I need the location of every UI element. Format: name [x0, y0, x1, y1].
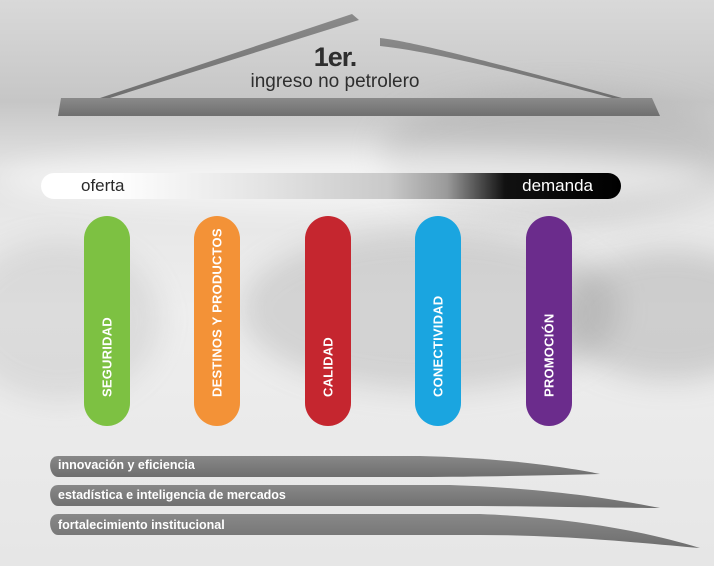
foundation-label-estadistica: estadística e inteligencia de mercados — [58, 488, 286, 502]
background-texture — [0, 240, 160, 400]
foundation-label-fortalecimiento: fortalecimiento institucional — [58, 518, 225, 532]
supply-label: oferta — [81, 176, 125, 195]
roof-title: 1er. ingreso no petrolero — [210, 42, 460, 92]
demand-label: demanda — [522, 176, 593, 195]
pillar-conectividad: CONECTIVIDAD — [415, 216, 461, 426]
pillar-destinos-y-productos: DESTINOS Y PRODUCTOS — [194, 216, 240, 426]
roof-left-slope — [100, 14, 359, 98]
foundation-band-2 — [50, 485, 661, 508]
supply-demand-bar: oferta demanda — [41, 173, 621, 199]
pillar-promocion: PROMOCIÓN — [526, 216, 572, 426]
foundation-label-innovacion: innovación y eficiencia — [58, 458, 195, 472]
foundation-band-1 — [50, 456, 601, 477]
roof-heading: 1er. — [313, 42, 358, 72]
roof-base-band — [58, 98, 660, 116]
pillar-calidad: CALIDAD — [305, 216, 351, 426]
roof-subtitle: ingreso no petrolero — [250, 71, 420, 92]
pillar-seguridad: SEGURIDAD — [84, 216, 130, 426]
roof-right-slope — [380, 38, 622, 98]
roof-shape — [58, 14, 660, 116]
foundation-band-3 — [50, 514, 701, 548]
